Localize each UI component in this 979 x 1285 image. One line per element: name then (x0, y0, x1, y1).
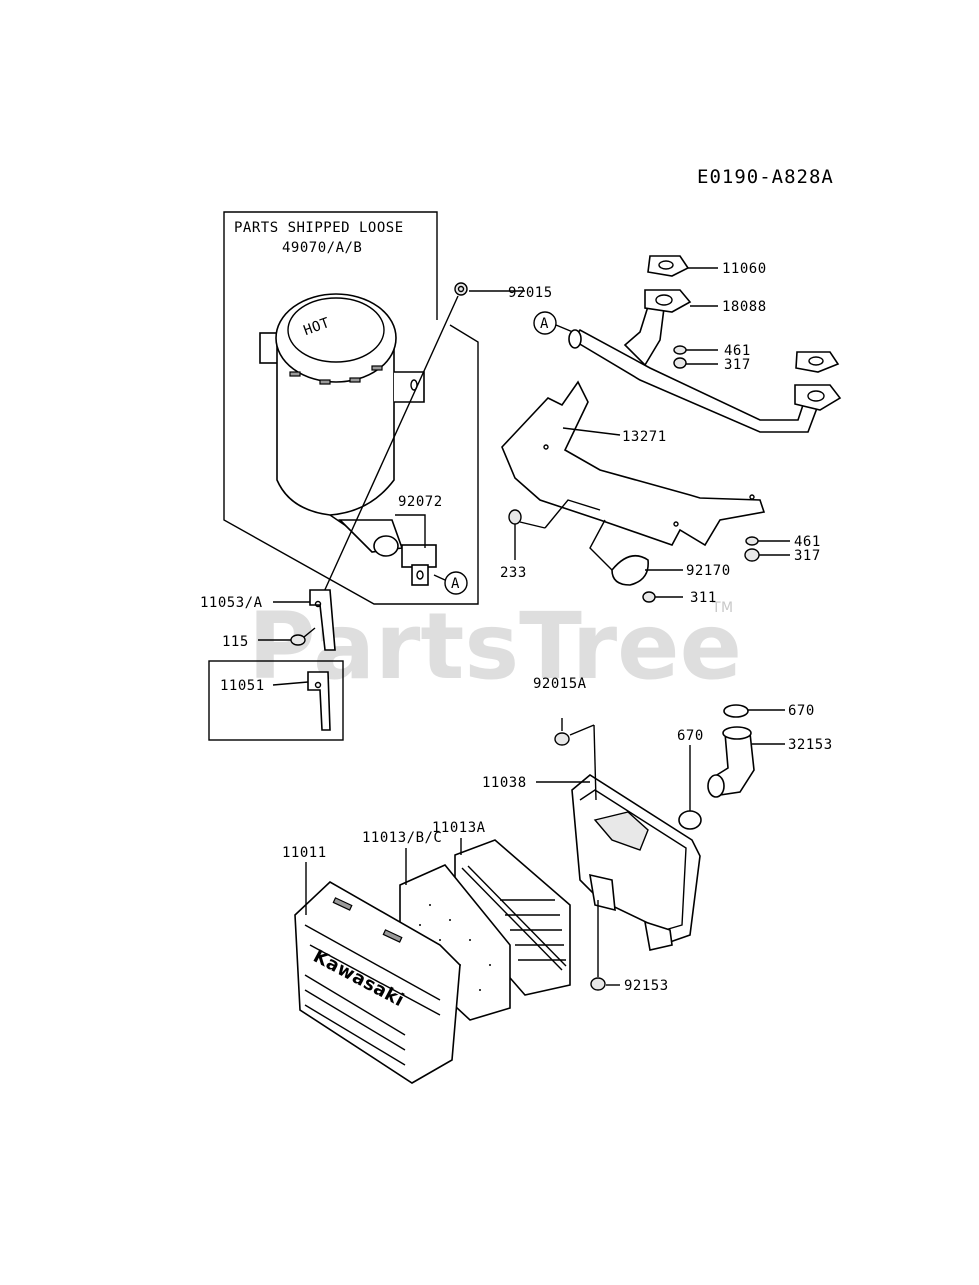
clamp-92170[interactable] (611, 554, 649, 586)
exhaust-pipe[interactable] (568, 289, 842, 433)
muffler[interactable]: HOT (259, 293, 425, 531)
diagram-code: E0190-A828A (697, 166, 834, 188)
label-11051: 11051 (220, 678, 265, 694)
exhaust-flange-top (644, 289, 692, 313)
label-92072: 92072 (398, 494, 443, 510)
loose-box-outline (223, 211, 479, 605)
gasket-11060[interactable] (647, 255, 690, 277)
label-311: 311 (690, 590, 717, 606)
nut-92015[interactable] (454, 282, 468, 296)
o-ring-670[interactable] (678, 810, 702, 830)
bolt-92015a[interactable] (554, 718, 597, 801)
label-11060: 11060 (722, 261, 767, 277)
inset-box-11051 (208, 660, 344, 741)
washer-461-bottom[interactable] (745, 536, 759, 546)
label-11011: 11011 (282, 845, 327, 861)
washer-461-top[interactable] (673, 345, 687, 355)
parts-shipped-loose-box: PARTS SHIPPED LOOSE 49070/A/B (223, 211, 479, 605)
label-13271: 13271 (622, 429, 667, 445)
screw-92153[interactable] (590, 900, 620, 991)
nut-317-bottom[interactable] (744, 548, 760, 562)
svg-text:A: A (451, 576, 460, 592)
gasket-right[interactable] (795, 351, 840, 373)
air-cleaner-cover-11011[interactable]: Kawasaki (294, 881, 461, 1084)
bolt-233[interactable] (508, 509, 546, 529)
svg-text:A: A (540, 316, 549, 332)
watermark-tm: TM (711, 600, 734, 616)
muffler-outlet (338, 519, 437, 586)
bracket-11051[interactable] (307, 671, 331, 731)
loose-box-title: PARTS SHIPPED LOOSE (234, 220, 404, 236)
air-filter-base-11038[interactable] (571, 774, 701, 951)
label-317-bottom: 317 (794, 548, 821, 564)
label-11038: 11038 (482, 775, 527, 791)
exhaust-pipe-main (571, 328, 822, 433)
elbow-32153[interactable] (707, 726, 755, 798)
label-670: 670 (677, 728, 704, 744)
base-intake (593, 811, 649, 851)
muffler-top-rim (287, 297, 385, 363)
o-ring-670-top[interactable] (723, 704, 749, 718)
label-11013bc: 11013/B/C (362, 830, 442, 846)
label-670-top: 670 (788, 703, 815, 719)
label-317-top: 317 (724, 357, 751, 373)
muffler-bracket (394, 371, 425, 403)
label-18088: 18088 (722, 299, 767, 315)
loose-box-part-number: 49070/A/B (282, 240, 362, 256)
muffler-top (275, 293, 397, 383)
label-11053a: 11053/A (200, 595, 263, 611)
label-92015: 92015 (508, 285, 553, 301)
label-461-top: 461 (724, 343, 751, 359)
label-32153: 32153 (788, 737, 833, 753)
heat-shield-13271[interactable] (501, 380, 766, 547)
label-233: 233 (500, 565, 527, 581)
bracket-11053[interactable] (309, 589, 336, 651)
outlet-pipe-end (373, 535, 399, 557)
label-115: 115 (222, 634, 249, 650)
label-11013a: 11013A (432, 820, 486, 836)
leader-lines (258, 267, 790, 915)
bolt-115[interactable] (290, 627, 316, 646)
callout-a-left: A (433, 571, 468, 595)
label-461-bottom: 461 (794, 534, 821, 550)
label-92015a: 92015A (533, 676, 587, 692)
label-92170: 92170 (686, 563, 731, 579)
nut-311[interactable] (642, 591, 656, 603)
exhaust-flange-right (794, 384, 842, 411)
nut-317-top[interactable] (673, 357, 687, 369)
label-92153: 92153 (624, 978, 669, 994)
clamp-92072[interactable] (401, 544, 437, 568)
